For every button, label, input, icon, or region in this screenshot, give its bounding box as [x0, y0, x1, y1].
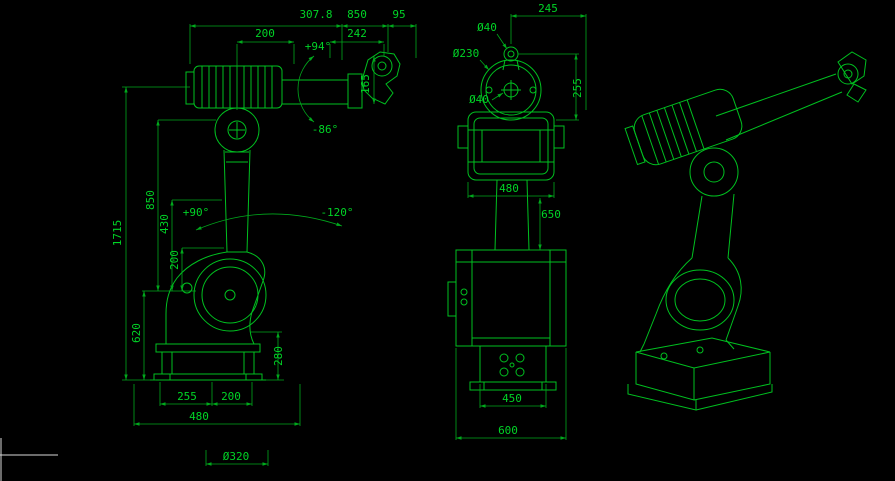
iso-column-link: [691, 193, 735, 259]
side-lower-arm: [165, 251, 267, 345]
iso-lower-arm: [643, 257, 742, 345]
front-wrist-flange: [480, 46, 542, 121]
dim-wrist-plus-angle: +94°: [305, 40, 332, 53]
dim-center-hole: Ø40: [469, 93, 489, 106]
side-upper-arm: [185, 65, 363, 109]
dim-total-height: 1715: [111, 220, 124, 247]
dim-arm-length: 850: [347, 8, 367, 21]
dim-flange-dia: Ø230: [453, 47, 480, 60]
dim-head-width: 245: [538, 2, 558, 15]
dim-link-offset: 200: [168, 250, 181, 270]
dim-foot-left: 255: [177, 390, 197, 403]
ucs-icon: [0, 438, 58, 481]
dim-body-height: 650: [541, 208, 561, 221]
dim-shoulder-plus-angle: +90°: [183, 206, 210, 219]
side-wrist-tool: [361, 51, 401, 105]
iso-wrist-tool: [837, 51, 867, 103]
side-dimension-lines: [122, 24, 417, 466]
side-column-link: [223, 149, 251, 253]
dim-wrist-minus-angle: -86°: [312, 123, 339, 136]
iso-elbow-joint: [689, 147, 739, 197]
dim-arm-height: 850: [144, 190, 157, 210]
side-dimension-labels: 307.8 850 95 200 242 +94° -86° 165 1715 …: [111, 8, 406, 463]
front-dimension-lines: [455, 14, 587, 440]
isometric-view: [624, 51, 867, 411]
dim-foot-right: 200: [221, 390, 241, 403]
side-base: [150, 343, 266, 381]
dim-base-width: 480: [189, 410, 209, 423]
dim-base-inner-width: 450: [502, 392, 522, 405]
dim-shoulder-width: 480: [499, 182, 519, 195]
dim-link-height: 430: [158, 214, 171, 234]
dim-reach-offset: 307.8: [299, 8, 332, 21]
iso-base: [627, 337, 773, 411]
dim-wrist-len: 95: [392, 8, 405, 21]
side-shoulder-joint: [214, 107, 260, 153]
dim-wrist-height: 165: [359, 74, 372, 94]
front-base-lower: [469, 345, 557, 391]
dim-head-height: 255: [571, 78, 584, 98]
side-view: 307.8 850 95 200 242 +94° -86° 165 1715 …: [111, 8, 417, 466]
front-shoulder: [457, 111, 565, 181]
dim-flange-hole: Ø40: [477, 21, 497, 34]
dim-base-side: 280: [272, 346, 285, 366]
dim-forearm-len: 242: [347, 27, 367, 40]
dim-base-outer-width: 600: [498, 424, 518, 437]
front-dimension-labels: 245 Ø40 Ø230 Ø40 255 480 650 450 600: [453, 2, 584, 437]
dim-shoulder-minus-angle: -120°: [320, 206, 353, 219]
iso-upper-arm: [624, 73, 843, 166]
dim-rear-len: 200: [255, 27, 275, 40]
dim-base-height: 620: [130, 323, 143, 343]
dim-base-circle: Ø320: [223, 450, 250, 463]
front-view: 245 Ø40 Ø230 Ø40 255 480 650 450 600: [447, 2, 587, 440]
front-column: [494, 179, 530, 251]
front-base-upper: [447, 249, 567, 347]
